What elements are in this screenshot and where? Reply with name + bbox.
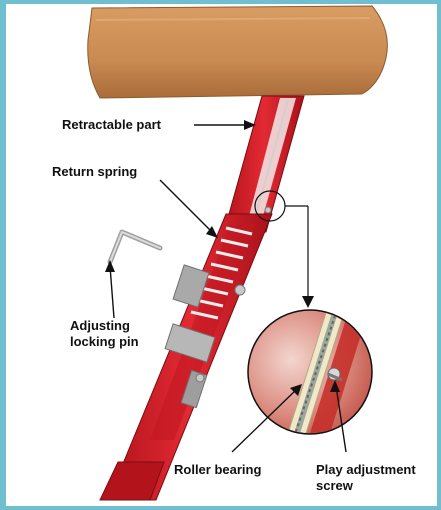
zoom-magnifier <box>248 300 372 446</box>
label-play-adjustment-screw: Play adjustment screw <box>316 462 434 494</box>
label-roller-bearing: Roller bearing <box>174 462 261 478</box>
label-retractable-part: Retractable part <box>62 117 161 133</box>
leader-adjusting-locking-pin <box>105 260 115 318</box>
label-adjusting-locking-pin-line2: locking pin <box>70 334 170 350</box>
detail-arrowhead <box>302 296 314 308</box>
beam <box>88 6 388 98</box>
label-play-adjustment-screw-line1: Play adjustment <box>316 462 434 478</box>
label-adjusting-locking-pin-line1: Adjusting <box>70 318 170 334</box>
leader-return-spring <box>160 180 218 238</box>
locking-pin <box>110 232 160 262</box>
support-leg <box>100 96 304 500</box>
label-play-adjustment-screw-line2: screw <box>316 478 434 494</box>
label-return-spring: Return spring <box>52 164 137 180</box>
label-adjusting-locking-pin: Adjusting locking pin <box>70 318 170 350</box>
leader-retractable-part <box>194 120 256 130</box>
